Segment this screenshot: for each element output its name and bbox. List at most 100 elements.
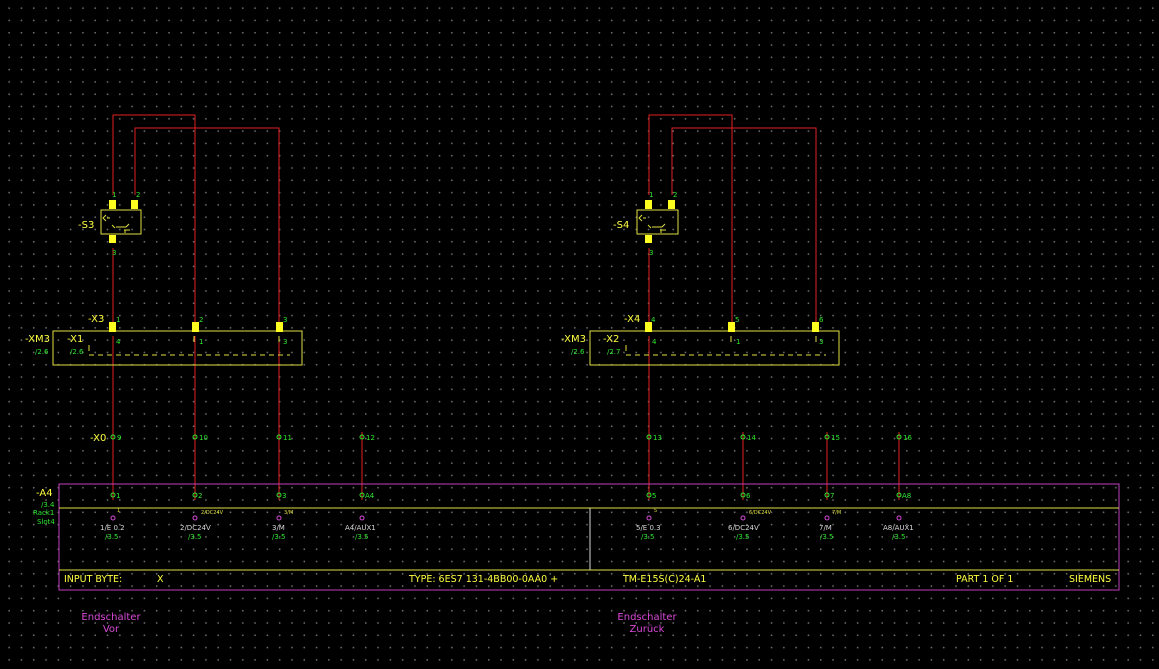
- channel-ref: /3.5: [641, 533, 655, 541]
- x0-tag: -X0: [90, 433, 106, 444]
- module-terminal-label: 2: [198, 492, 202, 500]
- channel-ref: /3.5: [272, 533, 286, 541]
- switch-pin-label: 2: [673, 191, 677, 199]
- module-xm-tag: -XM3: [25, 334, 50, 345]
- channel-ref: /3.5: [105, 533, 119, 541]
- bus-mark: 5: [654, 508, 657, 514]
- connector-pin: [645, 322, 652, 332]
- input-byte-label: INPUT BYTE:: [64, 574, 122, 585]
- terminal-pin-label: 1: [199, 338, 203, 346]
- module-terminal: 2: [192, 492, 202, 500]
- switch-tag: -S3: [78, 220, 94, 231]
- switch-pin-label: 2: [136, 191, 140, 199]
- switch-pin: [645, 200, 652, 209]
- channel-marker: [110, 515, 116, 521]
- terminal-pin-label: 3: [819, 338, 823, 346]
- module-terminal: 1: [110, 492, 120, 500]
- sub-tag: -X1: [67, 334, 83, 345]
- caption-left: Endschalter Vor: [81, 612, 141, 635]
- caption-line2: Vor: [103, 624, 120, 635]
- sub-ref: /2.7: [607, 348, 621, 356]
- x0-terminal[interactable]: 11: [276, 434, 292, 442]
- connector-pin: [812, 322, 819, 332]
- bus-mark: 7/M: [832, 510, 841, 516]
- terminal-pin-label: 4: [652, 338, 657, 346]
- connector-pin: [192, 322, 199, 332]
- channel-marker: [646, 515, 652, 521]
- module-terminal: 6: [740, 492, 751, 500]
- caption-right: Endschalter Zurück: [617, 612, 677, 635]
- module-terminal-label: 3: [282, 492, 286, 500]
- io-module-a4[interactable]: -A4 /3.4 Rack1 Slot4 1 2 3 A4 5 6 7 A8 1…: [33, 483, 1120, 591]
- channel-ref: /3.5: [355, 533, 369, 541]
- x0-terminal[interactable]: 16: [896, 434, 912, 442]
- switch-pin-label: 3: [112, 249, 116, 257]
- limit-switch-icon: [638, 214, 666, 233]
- switch-tag: -S4: [613, 220, 629, 231]
- connector-pin: [276, 322, 283, 332]
- connector-pin: [728, 322, 735, 332]
- switch-pin: [109, 200, 116, 209]
- module-type: TYPE: 6ES7 131-4BB00-0AA0 +: [408, 574, 558, 585]
- connector-pin-label: 5: [735, 316, 739, 324]
- module-model: TM-E15S(C)24-A1: [622, 574, 706, 585]
- switch-pin-label: 1: [649, 191, 653, 199]
- caption-line1: Endschalter: [81, 612, 141, 623]
- channel-label: A4/AUX1: [345, 524, 376, 532]
- x0-terminal[interactable]: 12: [359, 434, 375, 442]
- x0-terminal-label: 15: [831, 434, 840, 442]
- module-xm-ref: /2.6: [35, 348, 49, 356]
- connector-pin: [109, 322, 116, 332]
- vendor-label: SIEMENS: [1069, 574, 1111, 585]
- terminal-block-xm3-x2[interactable]: -X4 -XM3 /2.6 -X2 /2.7 4 5 6 4 1 3: [561, 314, 840, 366]
- module-tag: -A4: [36, 488, 53, 499]
- x0-terminal-label: 13: [653, 434, 662, 442]
- terminal-block-xm3-x1[interactable]: -X3 -XM3 /2.6 -X1 /2.6 1 2 3 4 1 3: [25, 314, 303, 366]
- x0-terminal-label: 11: [283, 434, 292, 442]
- switch-s4[interactable]: -S4 1 2 3: [613, 191, 679, 257]
- x0-terminal[interactable]: 9: [110, 434, 121, 442]
- caption-line2: Zurück: [630, 624, 665, 635]
- channel-label: 2/DC24V: [180, 524, 211, 532]
- part-indicator: PART 1 OF 1: [956, 574, 1013, 585]
- x0-terminal[interactable]: 13: [646, 434, 662, 442]
- slot-label: Slot4: [37, 518, 55, 526]
- x0-terminal-label: 16: [903, 434, 912, 442]
- connector-pin-label: 6: [819, 316, 824, 324]
- channel-ref: /3.5: [820, 533, 834, 541]
- input-byte-value: X: [157, 574, 164, 585]
- switch-s3[interactable]: -S3 1 2 3: [78, 191, 142, 257]
- module-terminal: 3: [276, 492, 286, 500]
- module-terminal-label: 1: [116, 492, 120, 500]
- module-terminal: 5: [646, 492, 656, 500]
- connector-pin-label: 4: [651, 316, 656, 324]
- x0-terminal[interactable]: 10: [192, 434, 208, 442]
- bus-mark: 3/M: [284, 510, 293, 516]
- channel-ref: /3.5: [892, 533, 906, 541]
- channel-marker: [192, 515, 198, 521]
- channel-label: 7/M: [819, 524, 832, 532]
- channel-label: 6/DC24V: [728, 524, 759, 532]
- channel-marker: [824, 515, 830, 521]
- x0-terminal[interactable]: 14: [740, 434, 756, 442]
- module-xm-tag: -XM3: [561, 334, 586, 345]
- channel-label: 3/M: [272, 524, 285, 532]
- module-terminal: A8: [896, 492, 911, 500]
- channel-marker: [740, 515, 746, 521]
- sub-tag: -X2: [603, 334, 619, 345]
- caption-line1: Endschalter: [617, 612, 677, 623]
- channel-ref: /3.5: [188, 533, 202, 541]
- sub-ref: /2.6: [70, 348, 84, 356]
- channel-label: A8/AUX1: [883, 524, 914, 532]
- bus-mark: 6/DC24V: [749, 510, 772, 516]
- terminal-pin-label: 3: [283, 338, 287, 346]
- module-terminal-label: A4: [365, 492, 375, 500]
- module-terminal-label: 6: [746, 492, 751, 500]
- x0-terminal[interactable]: 15: [824, 434, 840, 442]
- channel-label: 1/E 0.2: [100, 524, 125, 532]
- channel-marker: [359, 515, 365, 521]
- module-terminal-label: 5: [652, 492, 656, 500]
- switch-pin: [668, 200, 675, 209]
